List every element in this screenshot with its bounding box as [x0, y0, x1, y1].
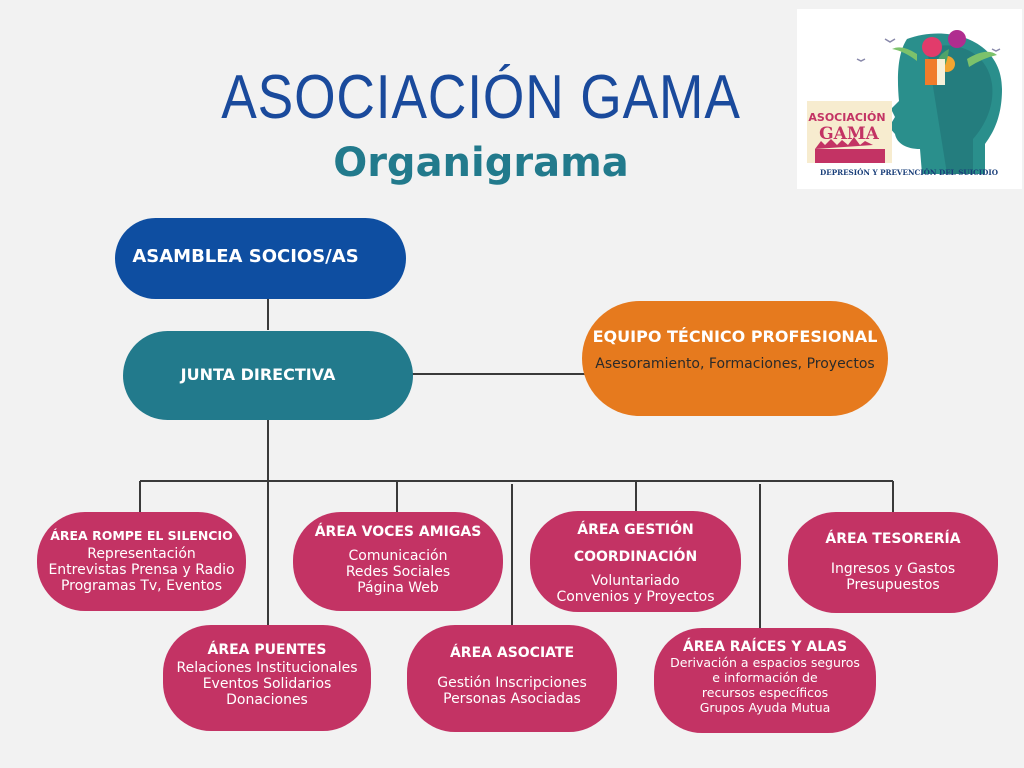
junta-title: JUNTA DIRECTIVA: [180, 365, 336, 384]
area-tesoreria-node: ÁREA TESORERÍA Ingresos y Gastos Presupu…: [788, 512, 998, 613]
head-illustration-icon: ASOCIACIÓN GAMA DEPRESIÓN Y PREVENCIÓN D…: [807, 30, 1002, 177]
logo-line1: ASOCIACIÓN: [808, 111, 885, 124]
raices-item-2: e información de: [712, 670, 818, 685]
gestion-title-2: COORDINACIÓN: [573, 549, 698, 565]
asamblea-socios-node: ASAMBLEA SOCIOS/AS: [115, 218, 406, 299]
area-raices-y-alas-node: ÁREA RAÍCES Y ALAS Derivación a espacios…: [654, 628, 876, 733]
asociate-item-2: Personas Asociadas: [443, 691, 581, 707]
voces-item-3: Página Web: [357, 580, 439, 596]
gestion-item-2: Convenios y Proyectos: [556, 589, 715, 605]
gestion-item-1: Voluntariado: [591, 573, 680, 589]
rompe-title: ÁREA ROMPE EL SILENCIO: [50, 528, 233, 543]
asociate-item-1: Gestión Inscripciones: [437, 675, 587, 691]
equipo-item: Asesoramiento, Formaciones, Proyectos: [595, 356, 875, 372]
puentes-title: ÁREA PUENTES: [207, 642, 327, 658]
area-rompe-el-silencio-node: ÁREA ROMPE EL SILENCIO Representación En…: [37, 512, 246, 611]
rompe-item-1: Representación: [87, 546, 196, 562]
puentes-item-3: Donaciones: [226, 692, 308, 708]
junta-directiva-node: JUNTA DIRECTIVA: [123, 331, 413, 420]
asociate-title: ÁREA ASOCIATE: [449, 645, 575, 661]
area-asociate-node: ÁREA ASOCIATE Gestión Inscripciones Pers…: [407, 625, 617, 732]
logo-tagline: DEPRESIÓN Y PREVENCIÓN DEL SUICIDIO: [820, 168, 998, 177]
raices-item-4: Grupos Ayuda Mutua: [699, 700, 831, 715]
raices-item-1: Derivación a espacios seguros: [670, 655, 860, 670]
page-title: ASOCIACIÓN GAMA: [221, 63, 741, 132]
rompe-item-2: Entrevistas Prensa y Radio: [48, 562, 235, 578]
gestion-title-1: ÁREA GESTIÓN: [577, 522, 694, 538]
raices-item-3: recursos específicos: [701, 685, 829, 700]
equipo-tecnico-node: EQUIPO TÉCNICO PROFESIONAL Asesoramiento…: [582, 301, 888, 416]
voces-item-1: Comunicación: [348, 548, 448, 564]
rompe-item-3: Programas Tv, Eventos: [60, 578, 223, 594]
puentes-item-1: Relaciones Institucionales: [176, 660, 358, 676]
tesoreria-item-2: Presupuestos: [846, 577, 940, 593]
asamblea-title: ASAMBLEA SOCIOS/AS: [132, 246, 359, 267]
tesoreria-item-1: Ingresos y Gastos: [830, 561, 956, 577]
area-gestion-coordinacion-node: ÁREA GESTIÓN COORDINACIÓN Voluntariado C…: [530, 511, 741, 612]
voces-title: ÁREA VOCES AMIGAS: [314, 524, 482, 540]
voces-item-2: Redes Sociales: [345, 564, 451, 580]
equipo-title: EQUIPO TÉCNICO PROFESIONAL: [592, 327, 878, 346]
asociacion-gama-logo: ASOCIACIÓN GAMA DEPRESIÓN Y PREVENCIÓN D…: [797, 9, 1022, 189]
page-subtitle: Organigrama: [333, 140, 629, 186]
puentes-item-2: Eventos Solidarios: [202, 676, 332, 692]
area-puentes-node: ÁREA PUENTES Relaciones Institucionales …: [163, 625, 371, 731]
raices-title: ÁREA RAÍCES Y ALAS: [682, 639, 848, 655]
logo-line2: GAMA: [819, 124, 880, 144]
area-voces-amigas-node: ÁREA VOCES AMIGAS Comunicación Redes Soc…: [293, 512, 503, 611]
tesoreria-title: ÁREA TESORERÍA: [825, 531, 961, 547]
